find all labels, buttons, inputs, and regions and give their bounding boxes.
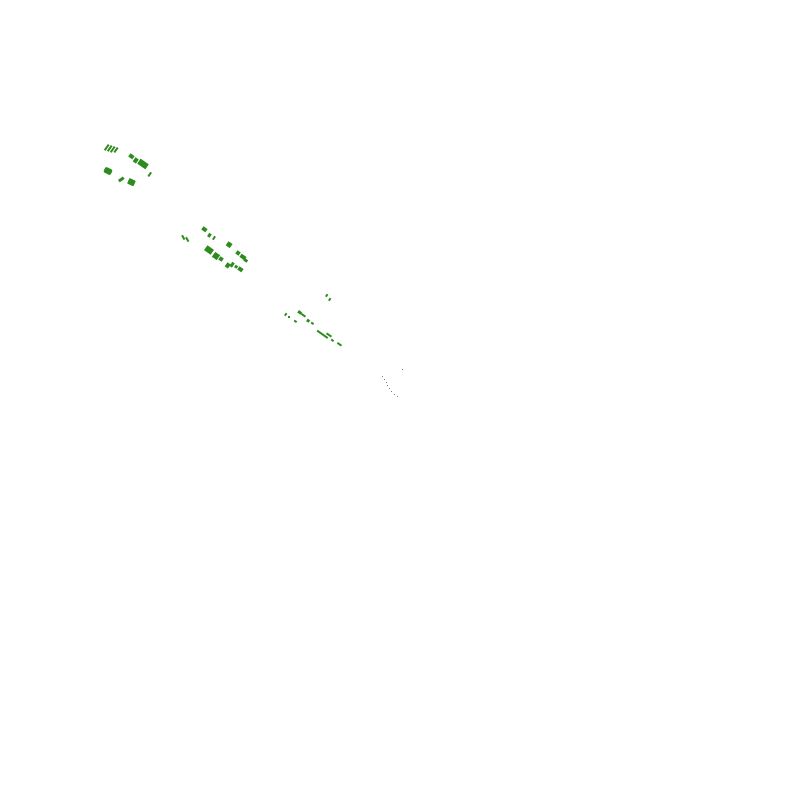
leaf-mark — [218, 256, 224, 262]
leaf-mark — [181, 234, 186, 241]
cluster-4 — [382, 369, 403, 397]
leaf-mark — [402, 369, 403, 370]
leaf-mark — [147, 171, 152, 178]
leaf-mark — [224, 262, 231, 269]
leaf-mark — [330, 338, 335, 342]
leaf-mark — [237, 266, 244, 273]
leaf-mark — [288, 316, 290, 318]
leaf-mark — [229, 261, 235, 268]
leaf-mark — [106, 144, 113, 152]
leaf-mark — [297, 310, 303, 315]
leaf-mark — [201, 226, 208, 233]
leaf-mark — [306, 318, 311, 323]
leaf-mark — [127, 178, 136, 187]
leaf-mark — [137, 158, 149, 170]
leaf-mark — [386, 382, 387, 383]
leaf-mark — [211, 251, 221, 261]
leaf-mark — [103, 167, 113, 175]
leaf-mark — [185, 236, 190, 243]
leaf-mark — [103, 143, 110, 151]
leaf-mark — [109, 145, 116, 153]
leaf-mark — [328, 297, 332, 302]
leaf-mark — [397, 396, 398, 397]
leaf-mark — [310, 321, 315, 325]
leaf-mark — [325, 293, 329, 298]
leaf-mark — [293, 319, 298, 323]
cluster-2 — [181, 226, 249, 273]
leaf-mark — [132, 157, 139, 164]
leaf-mark — [316, 329, 329, 339]
leaf-mark — [113, 146, 119, 154]
leaf-mark — [382, 376, 383, 377]
cluster-1 — [103, 143, 152, 187]
leaf-mark — [235, 250, 241, 256]
leaf-mark — [300, 313, 307, 318]
leaf-mark — [204, 245, 214, 255]
leaf-mark — [325, 332, 333, 338]
leaf-mark — [117, 176, 125, 183]
leaf-mark — [225, 241, 233, 249]
leaf-mark — [243, 258, 249, 263]
leaf-mark — [391, 391, 392, 392]
cluster-3 — [284, 293, 343, 347]
leaf-mark — [336, 342, 343, 347]
leaf-mark — [387, 385, 388, 386]
leaf-mark — [212, 235, 216, 241]
leaf-mark — [207, 232, 212, 238]
leaf-mark — [284, 312, 288, 317]
leaf-mark — [384, 379, 385, 380]
leaf-mark — [234, 264, 239, 269]
leaf-mark — [128, 153, 135, 160]
leaf-mark — [389, 388, 390, 389]
leaf-mark — [394, 394, 395, 395]
